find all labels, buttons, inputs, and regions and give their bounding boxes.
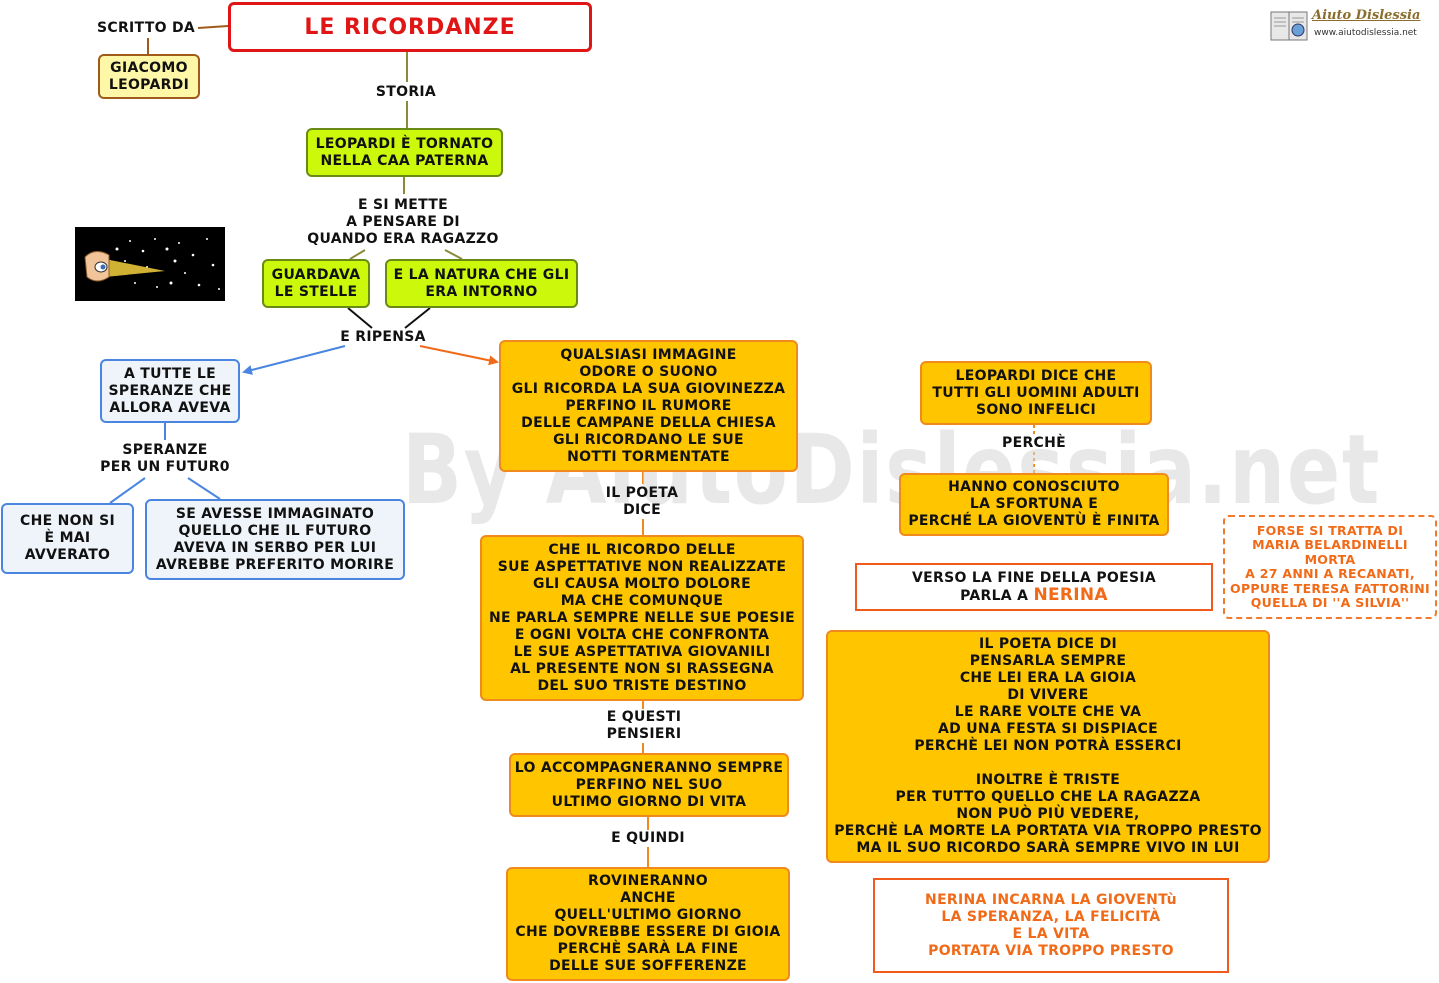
quindi-label: E QUINDI <box>611 830 685 846</box>
line-future-never <box>109 477 146 504</box>
returned-box: LEOPARDI È TORNATO NELLA CAA PATERNA <box>306 128 503 177</box>
youth-box: NERINA INCARNA LA GIOVENTù LA SPERANZA, … <box>873 878 1229 973</box>
poet-label: IL POETA DICE <box>605 484 679 518</box>
nature-box: E LA NATURA CHE GLI ERA INTORNO <box>385 259 578 308</box>
book-icon <box>1270 11 1308 41</box>
logo-name: Aiuto Dislessia <box>1312 8 1421 23</box>
page-title: LE RICORDANZE <box>304 14 516 40</box>
stars-box: GUARDAVA LE STELLE <box>262 259 370 308</box>
memory-box: CHE IL RICORDO DELLE SUE ASPETTATIVE NON… <box>480 535 804 701</box>
think-her-box: IL POETA DICE DI PENSARLA SEMPRE CHE LEI… <box>826 630 1270 863</box>
arrow-ripensa-hopes <box>242 345 346 375</box>
silvia-note: FORSE SI TRATTA DI MARIA BELARDINELLI MO… <box>1223 515 1437 619</box>
ripensa-label: E RIPENSA <box>340 328 426 345</box>
line-nature-ripensa <box>404 307 431 329</box>
accompany-box: LO ACCOMPAGNERANNO SEMPRE PERFINO NEL SU… <box>509 753 789 817</box>
unhappy-box: LEOPARDI DICE CHE TUTTI GLI UOMINI ADULT… <box>920 361 1152 425</box>
eye-stars-icon <box>84 238 220 290</box>
site-logo[interactable]: Aiuto Dislessia www.aiutodislessia.net <box>1268 4 1428 44</box>
nerina-intro-box: VERSO LA FINE DELLA POESIA PARLA A NERIN… <box>855 563 1213 611</box>
line-thinks-nature <box>444 249 463 260</box>
nerina-intro-line2: PARLA A NERINA <box>960 584 1108 605</box>
never-box: CHE NON SI È MAI AVVERATO <box>1 503 134 574</box>
perche-label: PERCHÈ <box>1002 434 1066 451</box>
arrow-ripensa-images <box>419 345 499 366</box>
nerina-prefix: PARLA A <box>960 587 1029 604</box>
nerina-name: NERINA <box>1033 584 1108 605</box>
storia-label: STORIA <box>375 83 437 100</box>
line-stars-ripensa <box>347 307 373 329</box>
line-thinks-stars <box>349 249 366 260</box>
ruin-box: ROVINERANNO ANCHE QUELL'ULTIMO GIORNO CH… <box>506 867 790 981</box>
misfortune-box: HANNO CONOSCIUTO LA SFORTUNA E PERCHÉ LA… <box>899 473 1169 536</box>
author-label: SCRITTO DA <box>97 19 195 36</box>
logo-url: www.aiutodislessia.net <box>1314 28 1417 38</box>
die-box: SE AVESSE IMMAGINATO QUELLO CHE IL FUTUR… <box>145 499 405 580</box>
author-box: GIACOMO LEOPARDI <box>98 54 200 99</box>
nerina-intro-text: VERSO LA FINE DELLA POESIA <box>912 569 1156 586</box>
thoughts-label: E QUESTI PENSIERI <box>606 709 682 742</box>
images-box: QUALSIASI IMMAGINE ODORE O SUONO GLI RIC… <box>499 340 798 472</box>
thinks-label: E SI METTE A PENSARE DI QUANDO ERA RAGAZ… <box>307 196 499 247</box>
line-future-die <box>187 477 221 500</box>
line-author-title <box>197 25 229 29</box>
title-box: LE RICORDANZE <box>228 2 592 52</box>
star-gazing-image <box>75 227 225 301</box>
future-label: SPERANZE PER UN FUTUR0 <box>100 442 230 475</box>
hopes-box: A TUTTE LE SPERANZE CHE ALLORA AVEVA <box>100 359 240 423</box>
